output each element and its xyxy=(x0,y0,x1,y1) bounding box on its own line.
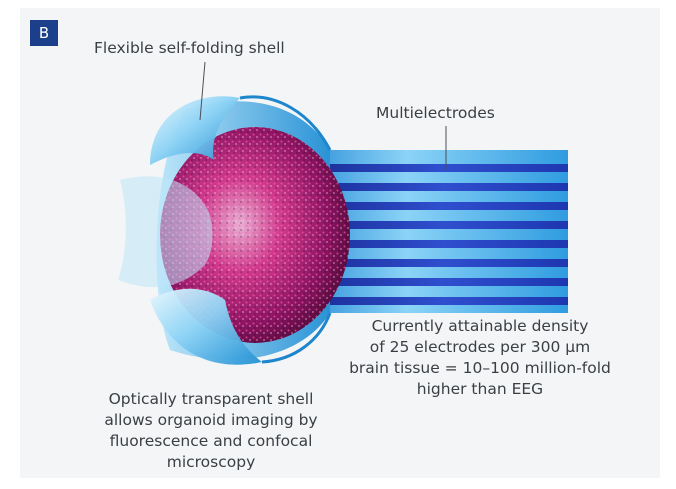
panel-badge: B xyxy=(30,20,58,46)
electrode-stripe xyxy=(318,259,568,267)
shell-rim-bottom xyxy=(261,312,332,364)
density-line: higher than EEG xyxy=(416,380,544,398)
shell-label: Flexible self-folding shell xyxy=(94,39,285,57)
electrode-stripe xyxy=(318,183,568,191)
caption-line: Optically transparent shell xyxy=(108,390,314,408)
shell-rim xyxy=(239,95,332,151)
density-caption: Currently attainable density of 25 elect… xyxy=(310,316,650,400)
caption-line: microscopy xyxy=(166,453,256,471)
density-line: brain tissue = 10–100 million-fold xyxy=(349,359,611,377)
transparent-shell-caption: Optically transparent shell allows organ… xyxy=(76,389,346,473)
shell-petal-top xyxy=(150,96,240,165)
electrode-stripe xyxy=(318,202,568,210)
electrode-stripe xyxy=(318,297,568,305)
electrode-stripe xyxy=(318,164,568,172)
electrode-stripes xyxy=(318,164,568,305)
shell-petal-bottom xyxy=(150,288,262,365)
electrode-stripe xyxy=(318,278,568,286)
density-line: of 25 electrodes per 300 µm xyxy=(369,338,591,356)
caption-line: fluorescence and confocal xyxy=(109,432,313,450)
electrode-stripe xyxy=(318,240,568,248)
multielectrodes-label: Multielectrodes xyxy=(376,104,495,122)
shell-petal-left xyxy=(118,176,213,288)
shell-leader-line xyxy=(199,61,206,121)
caption-line: allows organoid imaging by xyxy=(104,411,318,429)
electrode-stripe xyxy=(318,221,568,229)
density-line: Currently attainable density xyxy=(371,317,589,335)
